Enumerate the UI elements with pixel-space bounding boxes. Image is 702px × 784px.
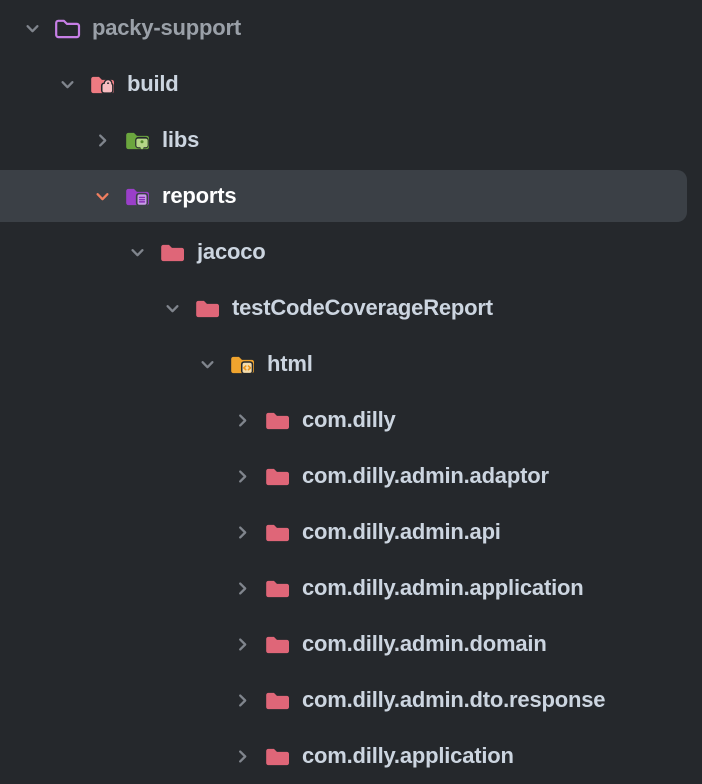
tree-row[interactable]: build: [0, 56, 702, 112]
tree-row[interactable]: packy-support: [0, 0, 702, 56]
tree-item-label: reports: [162, 183, 237, 208]
folder-plain-icon: [264, 409, 291, 432]
folder-plain-icon: [264, 521, 291, 544]
folder-plain-icon: [264, 633, 291, 656]
folder-build-icon: [89, 73, 116, 96]
tree-item-label: com.dilly.application: [302, 743, 514, 768]
tree-item-label: packy-support: [92, 15, 241, 40]
tree-item-label: com.dilly.admin.dto.response: [302, 687, 606, 712]
folder-plain-icon: [264, 465, 291, 488]
chevron-down-icon[interactable]: [59, 76, 76, 93]
tree-row[interactable]: testCodeCoverageReport: [0, 280, 702, 336]
chevron-right-icon[interactable]: [234, 580, 251, 597]
folder-plain-icon: [264, 577, 291, 600]
chevron-right-icon[interactable]: [234, 748, 251, 765]
chevron-right-icon[interactable]: [94, 132, 111, 149]
folder-libs-icon: [124, 129, 151, 152]
tree-item-label: html: [267, 351, 313, 376]
tree-row[interactable]: com.dilly.admin.dto.response: [0, 672, 702, 728]
tree-item-label: com.dilly.admin.domain: [302, 631, 547, 656]
tree-row[interactable]: libs: [0, 112, 702, 168]
folder-html-icon: [229, 353, 256, 376]
chevron-down-icon[interactable]: [24, 20, 41, 37]
tree-row[interactable]: com.dilly: [0, 392, 702, 448]
chevron-right-icon[interactable]: [234, 412, 251, 429]
tree-row[interactable]: com.dilly.admin.domain: [0, 616, 702, 672]
tree-row[interactable]: com.dilly.application: [0, 728, 702, 784]
tree-row[interactable]: jacoco: [0, 224, 702, 280]
chevron-down-icon[interactable]: [94, 188, 111, 205]
tree-item-label: com.dilly: [302, 407, 396, 432]
tree-item-label: com.dilly.admin.application: [302, 575, 584, 600]
tree-item-label: com.dilly.admin.adaptor: [302, 463, 549, 488]
chevron-down-icon[interactable]: [164, 300, 181, 317]
folder-root-icon: [54, 17, 81, 40]
folder-plain-icon: [159, 241, 186, 264]
folder-plain-icon: [264, 689, 291, 712]
tree-row[interactable]: reports: [0, 168, 702, 224]
tree-item-label: libs: [162, 127, 200, 152]
chevron-down-icon[interactable]: [199, 356, 216, 373]
tree-row[interactable]: com.dilly.admin.api: [0, 504, 702, 560]
chevron-right-icon[interactable]: [234, 692, 251, 709]
tree-item-label: com.dilly.admin.api: [302, 519, 501, 544]
tree-item-label: jacoco: [197, 239, 266, 264]
chevron-right-icon[interactable]: [234, 468, 251, 485]
tree-row[interactable]: com.dilly.admin.application: [0, 560, 702, 616]
chevron-right-icon[interactable]: [234, 524, 251, 541]
folder-plain-icon: [194, 297, 221, 320]
tree-row[interactable]: com.dilly.admin.adaptor: [0, 448, 702, 504]
tree-item-label: build: [127, 71, 179, 96]
tree-item-label: testCodeCoverageReport: [232, 295, 493, 320]
tree-row[interactable]: html: [0, 336, 702, 392]
chevron-down-icon[interactable]: [129, 244, 146, 261]
folder-reports-icon: [124, 185, 151, 208]
chevron-right-icon[interactable]: [234, 636, 251, 653]
folder-plain-icon: [264, 745, 291, 768]
